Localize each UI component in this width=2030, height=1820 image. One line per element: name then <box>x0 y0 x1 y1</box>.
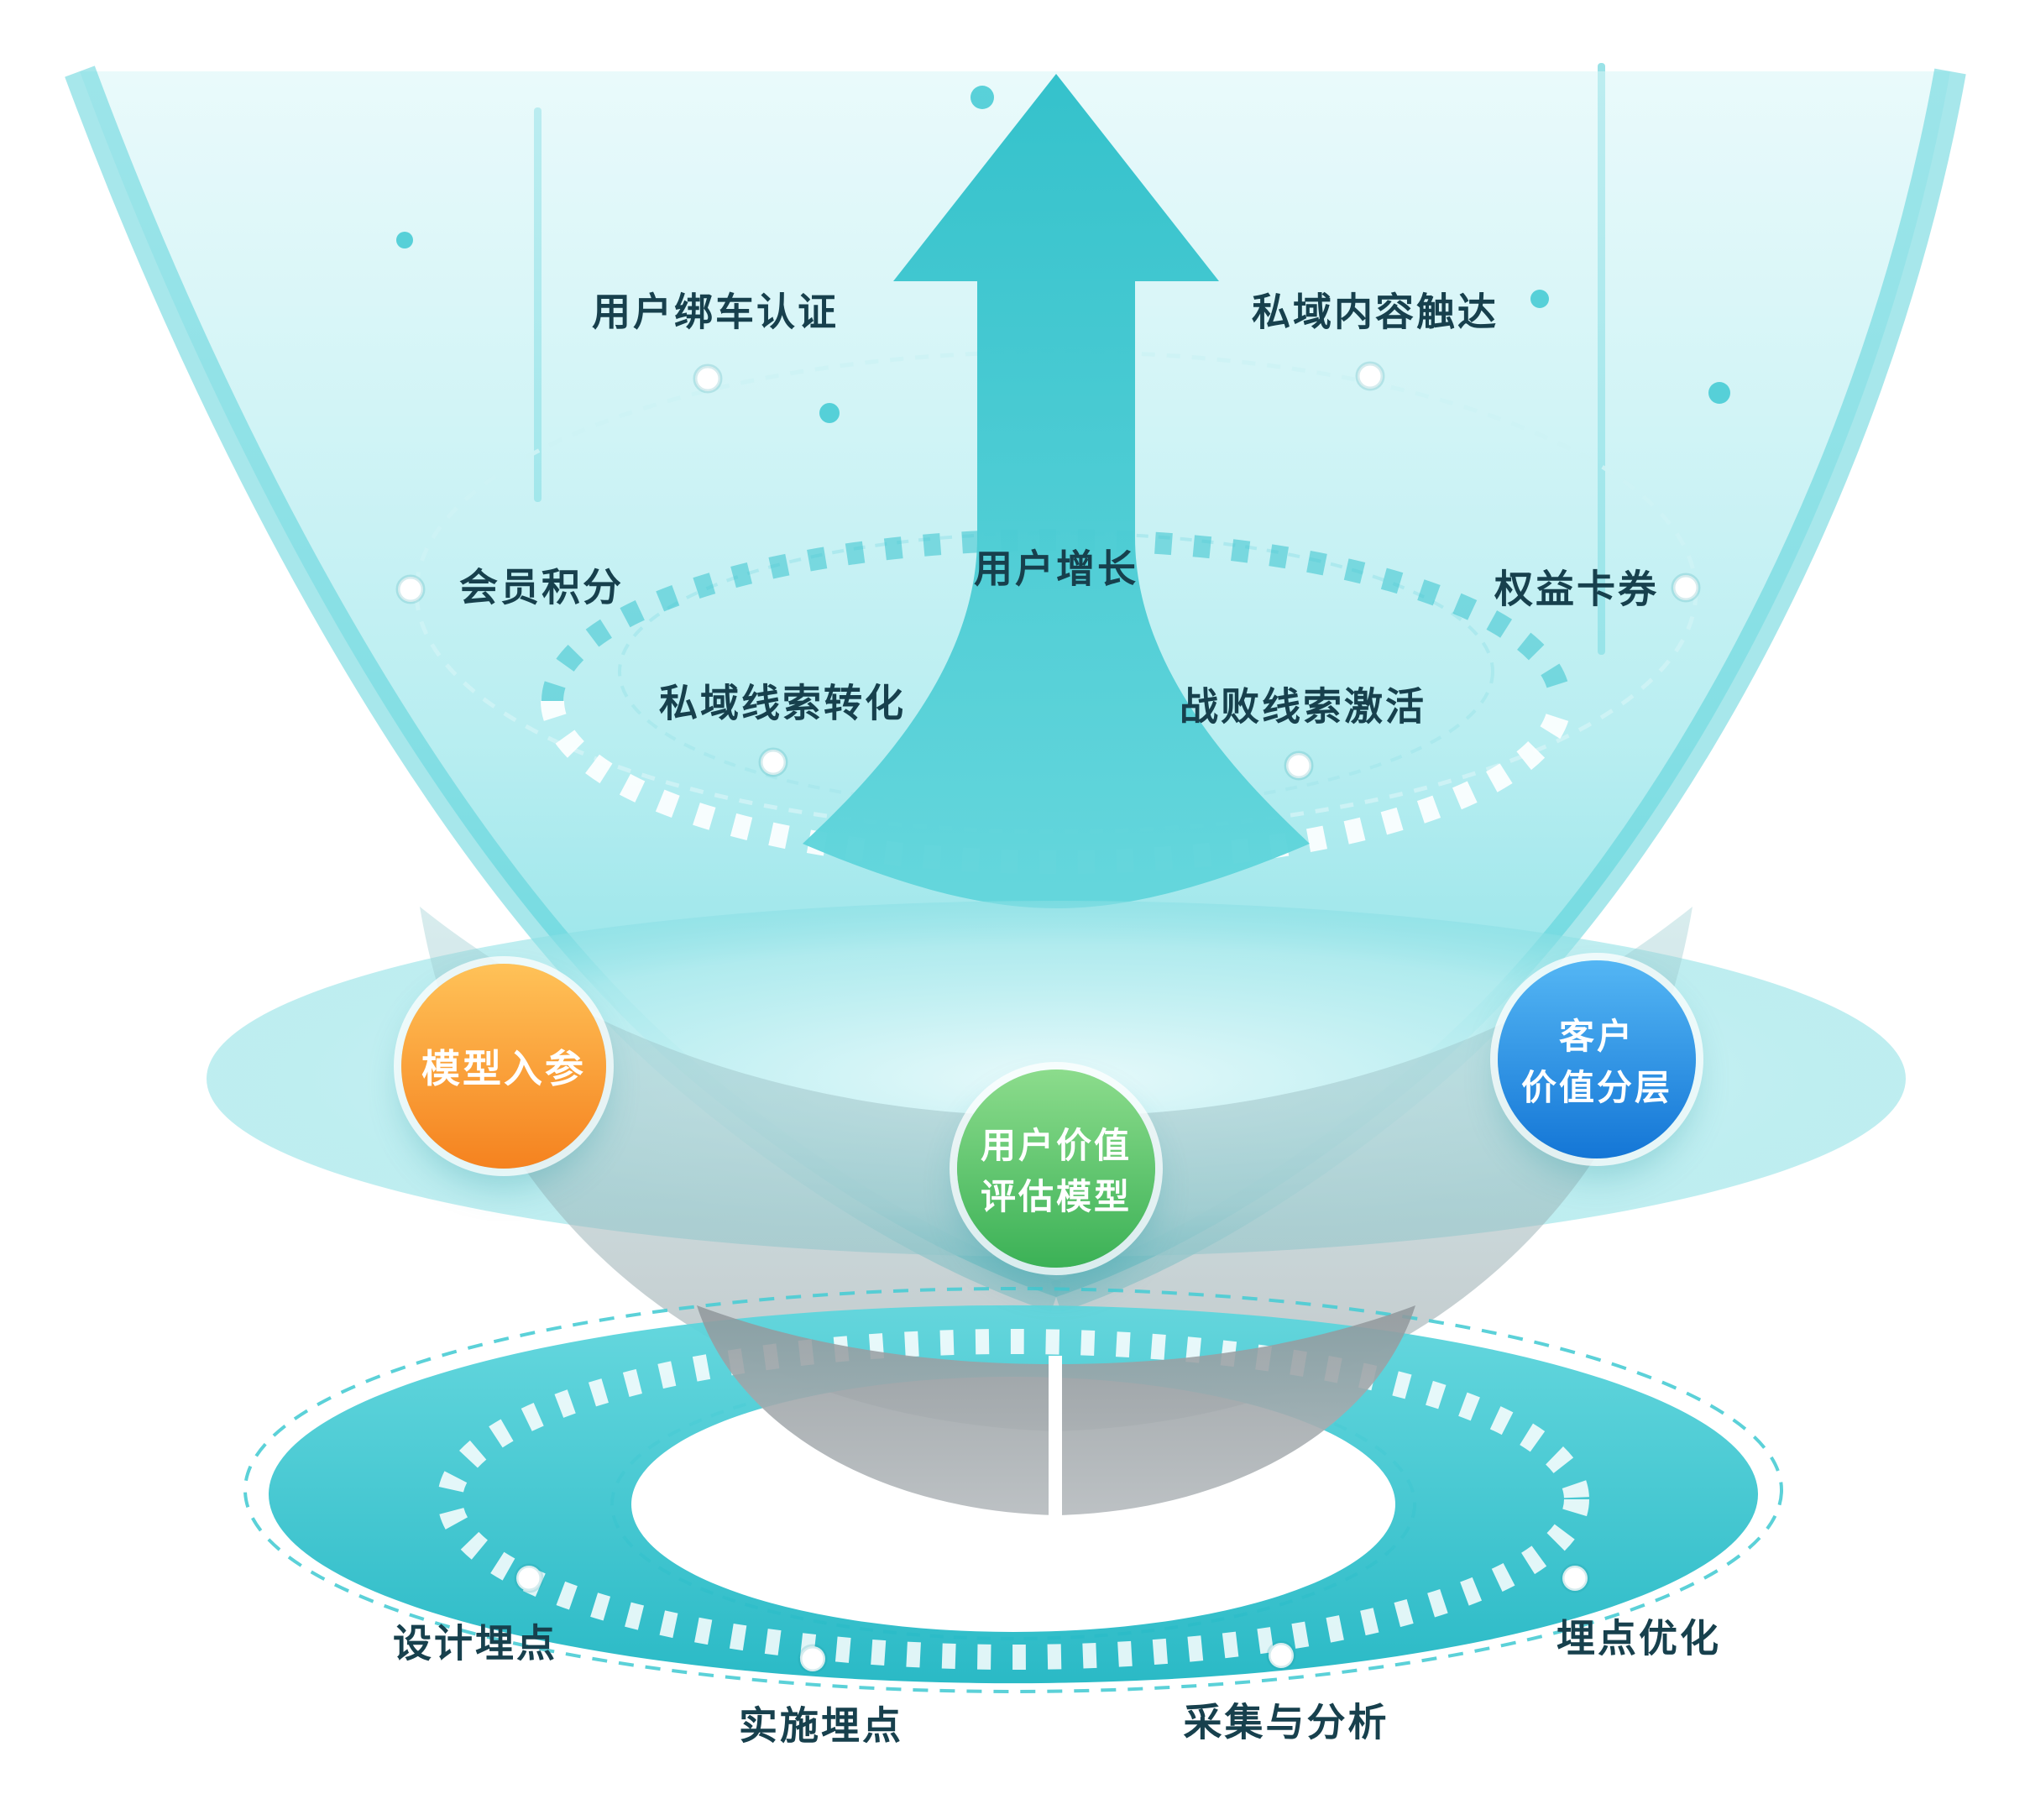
node-user-value-model-line1: 用户价值 <box>980 1126 1132 1165</box>
node-user-value-model-line2: 评估模型 <box>980 1177 1132 1216</box>
label-design-tracking: 设计埋点 <box>393 1621 557 1666</box>
node-customer-value-tiering-line1: 客户 <box>1558 1017 1635 1056</box>
label-implement-tracking: 实施埋点 <box>739 1703 903 1748</box>
label-user-car-auth: 用户绑车认证 <box>592 290 839 334</box>
marker-dots <box>395 361 1701 1674</box>
label-private-content-reach: 私域内容触达 <box>1252 290 1499 334</box>
label-private-lead-conversion: 私域线索转化 <box>659 681 906 725</box>
label-tracking-optimize: 埋点优化 <box>1557 1616 1721 1660</box>
node-customer-value-tiering: 客户 价值分层 <box>1498 960 1696 1158</box>
node-model-input-label: 模型入参 <box>421 1047 586 1090</box>
bottom-ring <box>268 1305 1759 1684</box>
ring-ticks <box>437 1329 1589 1670</box>
ring-outer-dashed <box>243 1287 1783 1693</box>
bubble-dots <box>396 86 1730 423</box>
up-arrow-icon <box>803 74 1310 908</box>
node-model-input: 模型入参 <box>401 964 606 1169</box>
label-member-points: 会员积分 <box>459 565 624 609</box>
label-collect-analyze: 采集与分析 <box>1183 1700 1389 1744</box>
label-user-growth: 用户增长 <box>974 547 1138 591</box>
node-customer-value-tiering-line2: 价值分层 <box>1520 1068 1672 1107</box>
node-user-value-model: 用户价值 评估模型 <box>957 1070 1155 1268</box>
label-benefit-coupons: 权益卡券 <box>1494 567 1659 611</box>
label-lost-lead-activation: 战败线索激活 <box>1180 684 1426 729</box>
center-white-line <box>1049 1356 1062 1517</box>
